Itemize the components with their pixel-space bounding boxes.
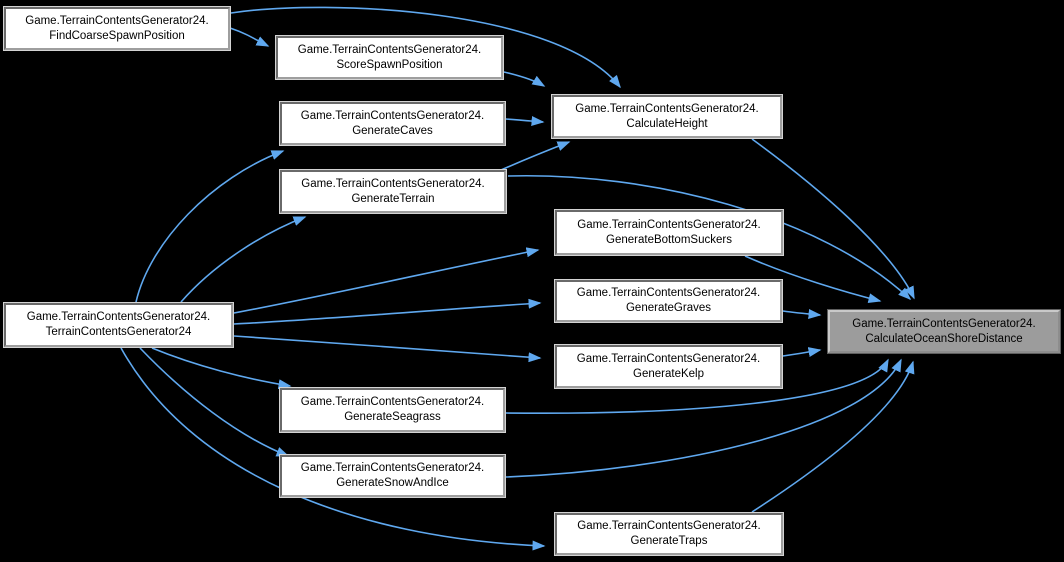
node-label-member: GenerateKelp [633, 367, 704, 380]
node-label-member: ScoreSpawnPosition [336, 58, 443, 71]
node-label-namespace: Game.TerrainContentsGenerator24. [577, 520, 761, 532]
node-label-member: GenerateCaves [352, 124, 433, 137]
edge-score-spawn-position--calculate-height [503, 71, 546, 87]
node-generate-terrain[interactable]: Game.TerrainContentsGenerator24. Generate… [280, 170, 506, 213]
node-label-namespace: Game.TerrainContentsGenerator24. [301, 177, 485, 190]
edge-terrain-contents-generator24--generate-traps [120, 347, 546, 551]
edge-calculate-height--calculate-ocean-shore-distance [751, 138, 915, 300]
edge-find-coarse-spawn-position--calculate-height [230, 6, 621, 89]
edge-terrain-contents-generator24--generate-graves [233, 298, 542, 325]
edge-generate-traps--calculate-ocean-shore-distance [751, 360, 915, 513]
edge-generate-kelp--calculate-ocean-shore-distance [782, 347, 822, 357]
node-label-member: GenerateTerrain [351, 192, 435, 205]
edge-terrain-contents-generator24--generate-snow-and-ice [139, 347, 290, 457]
edge-generate-terrain--calculate-height [500, 141, 571, 171]
node-calculate-height[interactable]: Game.TerrainContentsGenerator24. Calculat… [552, 95, 782, 138]
node-label-member: FindCoarseSpawnPosition [49, 29, 185, 42]
node-generate-snow-and-ice[interactable]: Game.TerrainContentsGenerator24. Generate… [280, 455, 505, 497]
edge-terrain-contents-generator24--generate-caves [135, 150, 285, 303]
edge-generate-bottom-suckers--calculate-ocean-shore-distance [744, 255, 882, 304]
node-label-namespace: Game.TerrainContentsGenerator24. [300, 396, 485, 408]
node-label-namespace: Game.TerrainContentsGenerator24. [25, 14, 209, 27]
node-generate-seagrass[interactable]: Game.TerrainContentsGenerator24. Generate… [280, 388, 505, 432]
node-label-member: CalculateHeight [626, 117, 708, 130]
node-find-coarse-spawn-position[interactable]: Game.TerrainContentsGenerator24. FindCoar… [4, 7, 230, 50]
edge-terrain-contents-generator24--generate-seagrass [151, 347, 292, 390]
node-label-member: CalculateOceanShoreDistance [865, 332, 1023, 345]
node-label-namespace: Game.TerrainContentsGenerator24. [577, 218, 761, 231]
node-label-namespace: Game.TerrainContentsGenerator24. [852, 317, 1036, 330]
node-label-member: GenerateTraps [630, 535, 708, 547]
node-generate-bottom-suckers[interactable]: Game.TerrainContentsGenerator24. Generate… [555, 210, 783, 255]
node-label-namespace: Game.TerrainContentsGenerator24. [576, 287, 761, 299]
node-label-namespace: Game.TerrainContentsGenerator24. [576, 352, 761, 365]
edge-generate-snow-and-ice--calculate-ocean-shore-distance [505, 358, 902, 478]
node-label-member: TerrainContentsGenerator24 [45, 326, 192, 338]
node-generate-kelp[interactable]: Game.TerrainContentsGenerator24. Generate… [555, 345, 782, 388]
edge-generate-graves--calculate-ocean-shore-distance [782, 308, 822, 319]
node-label-member: GenerateSnowAndIce [336, 477, 449, 489]
edge-generate-seagrass--calculate-ocean-shore-distance [505, 358, 889, 414]
node-calculate-ocean-shore-distance[interactable]: Game.TerrainContentsGenerator24. Calculat… [828, 310, 1060, 353]
node-score-spawn-position[interactable]: Game.TerrainContentsGenerator24. ScoreSpa… [276, 36, 503, 79]
edge-find-coarse-spawn-position--score-spawn-position [229, 27, 270, 47]
node-label-member: GenerateSeagrass [344, 411, 441, 423]
node-label-namespace: Game.TerrainContentsGenerator24. [297, 43, 482, 56]
node-label-member: GenerateBottomSuckers [606, 233, 732, 246]
edge-terrain-contents-generator24--generate-bottom-suckers [233, 247, 540, 314]
node-label-namespace: Game.TerrainContentsGenerator24. [300, 109, 485, 122]
node-generate-graves[interactable]: Game.TerrainContentsGenerator24. Generate… [555, 280, 782, 322]
edge-generate-terrain--calculate-ocean-shore-distance [507, 174, 912, 301]
node-label-namespace: Game.TerrainContentsGenerator24. [575, 102, 759, 115]
node-generate-caves[interactable]: Game.TerrainContentsGenerator24. Generate… [280, 102, 505, 145]
edge-generate-caves--calculate-height [505, 116, 545, 127]
node-generate-traps[interactable]: Game.TerrainContentsGenerator24. Generate… [555, 513, 783, 555]
node-label-member: GenerateGraves [625, 302, 711, 314]
node-label-namespace: Game.TerrainContentsGenerator24. [26, 311, 211, 323]
node-terrain-contents-generator24[interactable]: Game.TerrainContentsGenerator24. TerrainC… [4, 303, 233, 347]
edge-terrain-contents-generator24--generate-kelp [233, 335, 542, 363]
edge-terrain-contents-generator24--generate-terrain [180, 216, 307, 303]
node-label-namespace: Game.TerrainContentsGenerator24. [300, 462, 485, 474]
